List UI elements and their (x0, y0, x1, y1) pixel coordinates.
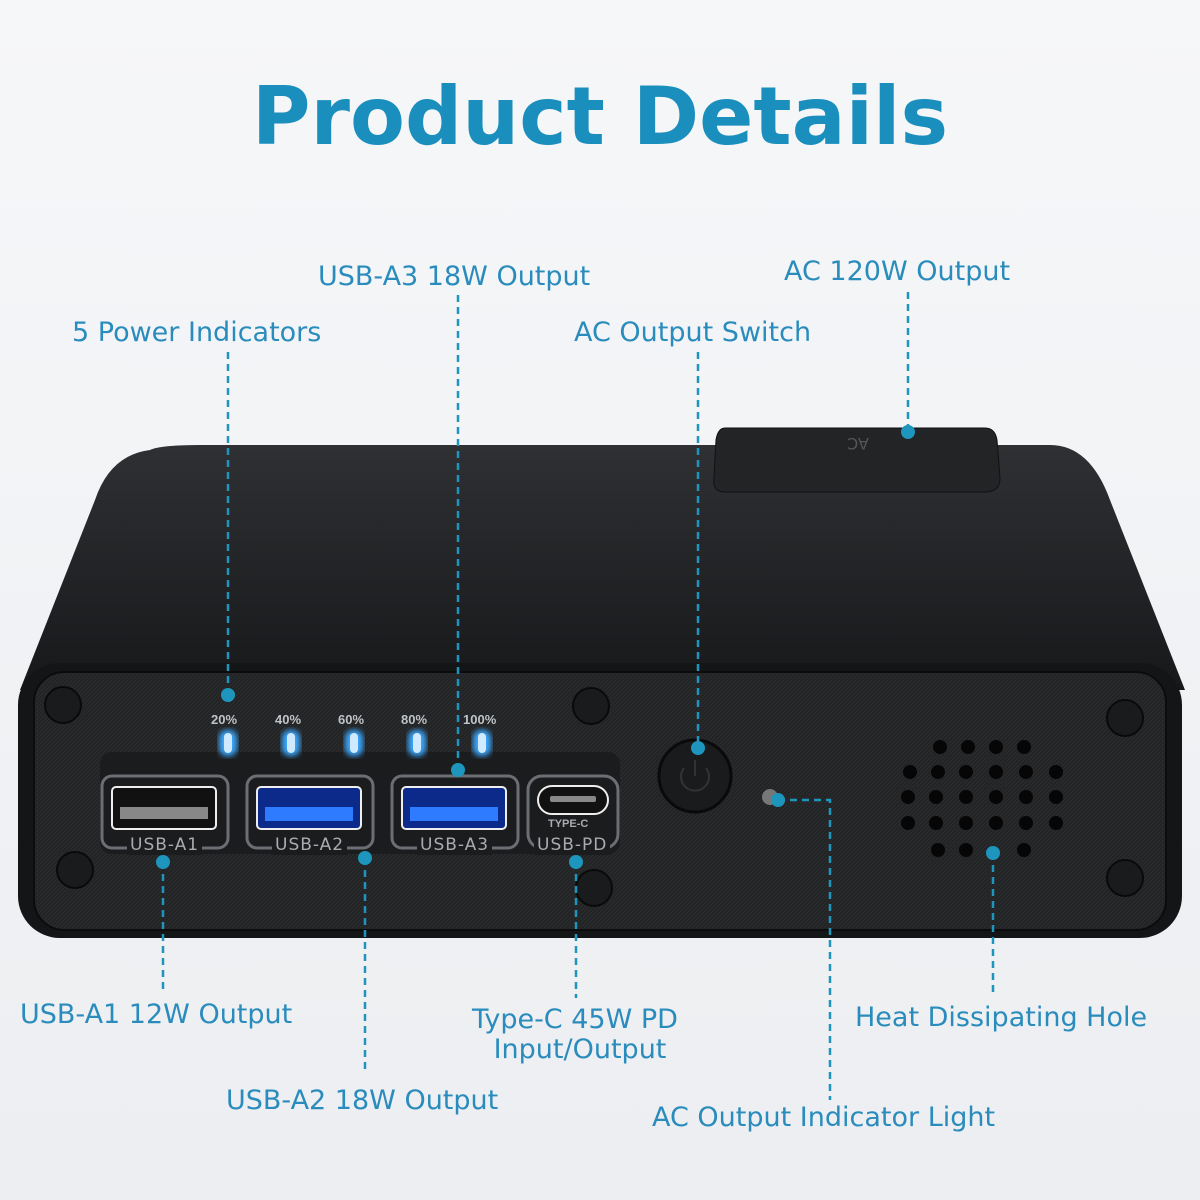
ac-socket-cover: AC (713, 427, 1001, 493)
usb-c-port (537, 785, 609, 815)
power-indicator-leds (219, 730, 491, 756)
heat-dissipating-holes (901, 740, 1063, 857)
callout-usb-a1: USB-A1 12W Output (20, 999, 293, 1030)
callout-type-c-line2: Input/Output (493, 1034, 667, 1065)
page-title: Product Details (251, 70, 949, 163)
callout-usb-a3: USB-A3 18W Output (318, 261, 591, 292)
callout-ac-indicator: AC Output Indicator Light (652, 1102, 996, 1133)
indicator-label: 100% (463, 712, 497, 727)
port-label: USB-A1 (127, 835, 203, 855)
callout-heat: Heat Dissipating Hole (855, 1002, 1148, 1033)
callout-usb-a2: USB-A2 18W Output (226, 1085, 499, 1116)
indicator-label: 60% (338, 712, 365, 727)
port-label: USB-PD (534, 835, 611, 855)
device-top-surface (20, 445, 1185, 690)
usb-a3-port (401, 786, 507, 830)
callout-dots (156, 425, 1000, 869)
type-c-tag: TYPE-C (548, 818, 589, 830)
callout-ac-output: AC 120W Output (784, 256, 1011, 287)
port-label: USB-A2 (272, 835, 348, 855)
callout-ac-switch: AC Output Switch (574, 317, 812, 348)
ac-socket-text: AC (847, 434, 869, 453)
usb-a1-port (111, 786, 217, 830)
indicator-label: 20% (211, 712, 238, 727)
port-label: USB-A3 (417, 835, 493, 855)
leader-lines (161, 292, 995, 1100)
callout-type-c-line1: Type-C 45W PD (472, 1004, 678, 1035)
indicator-label: 80% (401, 712, 428, 727)
screws (44, 686, 1144, 907)
usb-a2-port (256, 786, 362, 830)
callout-power-indicators: 5 Power Indicators (72, 317, 322, 348)
indicator-label: 40% (275, 712, 302, 727)
